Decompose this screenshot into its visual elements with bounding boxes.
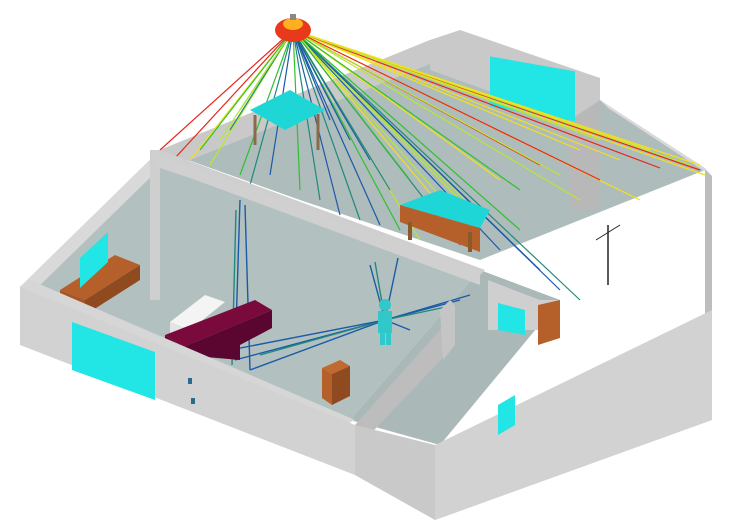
door-bath: [538, 300, 560, 345]
front-right-wall-face: [435, 310, 712, 520]
propagation-ray: [292, 29, 581, 151]
rays-layer: [159, 29, 706, 371]
tv-stand-top: [60, 255, 140, 300]
living-front-wall-top: [20, 280, 355, 425]
sofa-top: [165, 300, 272, 347]
living-room-furniture: [20, 232, 355, 425]
propagation-ray: [292, 29, 581, 301]
propagation-ray: [292, 29, 361, 221]
transmitter-antenna: [275, 14, 311, 42]
propagation-ray: [292, 29, 411, 181]
propagation-ray: [292, 29, 601, 181]
upper-room-furniture: [250, 90, 490, 252]
reflected-ray: [249, 319, 386, 371]
propagation-ray: [292, 29, 581, 201]
tv-screen: [80, 232, 108, 288]
bath-small-window: [498, 395, 515, 435]
propagation-ray: [292, 29, 381, 226]
propagation-ray: [219, 29, 294, 141]
propagation-ray: [159, 29, 294, 151]
desk-center: [400, 190, 490, 228]
sofa-front: [183, 310, 272, 360]
receiver-person: [378, 299, 392, 345]
propagation-ray: [292, 29, 621, 161]
propagation-ray: [292, 29, 521, 231]
propagation-ray: [292, 29, 601, 141]
reflected-ray: [229, 319, 386, 351]
reflected-ray: [259, 319, 386, 356]
left-outer-wall: [20, 150, 160, 295]
partition-wall: [155, 155, 480, 285]
cabinet-living: [322, 360, 350, 374]
reflected-ray: [244, 204, 251, 371]
floor-living-room: [20, 150, 480, 420]
small-window: [498, 303, 525, 335]
bed-white: [170, 295, 225, 330]
living-room-walls: [20, 150, 485, 300]
desk-upper-left: [250, 90, 325, 130]
propagation-ray: [292, 29, 441, 206]
propagation-ray: [174, 29, 294, 159]
propagation-ray: [292, 29, 561, 176]
bath-wall-left: [355, 315, 455, 445]
propagation-ray: [292, 29, 391, 191]
propagation-ray: [292, 29, 521, 191]
propagation-ray: [292, 29, 331, 121]
front-wall: [20, 287, 355, 475]
bath-inner-wall: [440, 300, 455, 360]
propagation-ray: [292, 29, 561, 291]
propagation-ray: [292, 29, 701, 166]
bathroom-walls: [355, 224, 712, 520]
propagation-ray: [292, 29, 661, 169]
living-window: [72, 322, 155, 400]
front-wall-corner: [355, 425, 435, 520]
right-wall-top: [600, 100, 712, 176]
propagation-ray: [199, 29, 294, 151]
reflected-ray: [369, 264, 386, 321]
propagation-ray: [292, 29, 351, 141]
